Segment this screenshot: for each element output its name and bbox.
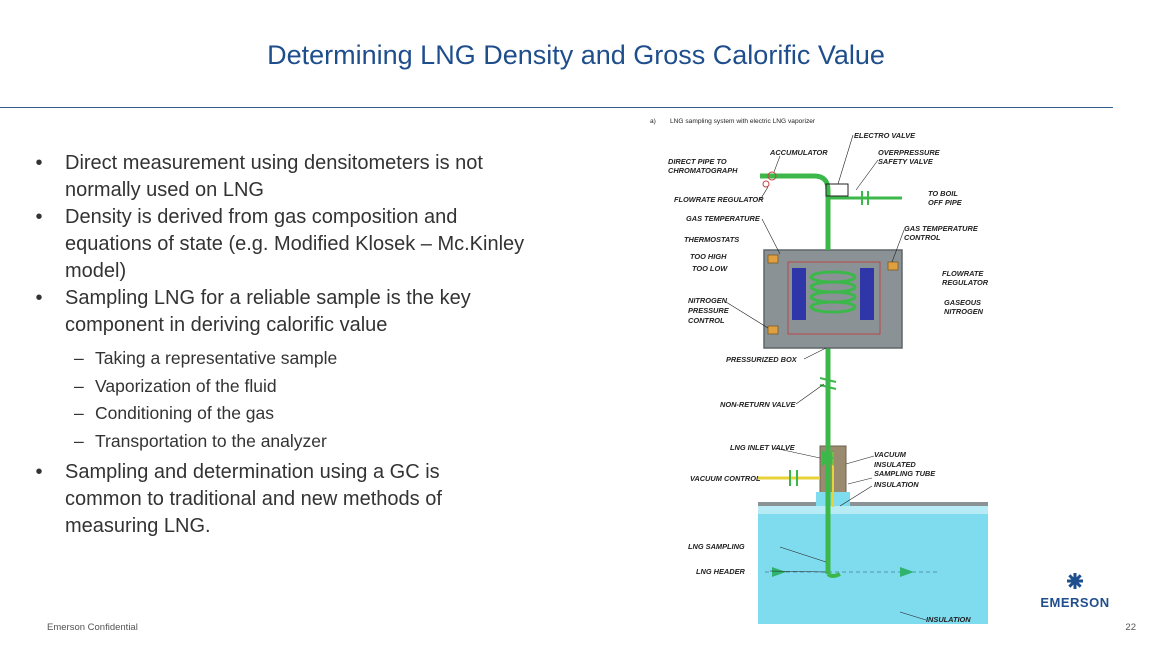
bullet-item: • Direct measurement using densitometers… [30, 150, 630, 204]
lng-sampling-diagram: a) LNG sampling system with electric LNG… [640, 112, 990, 642]
sub-bullet-text: Taking a representative sample [95, 348, 338, 368]
bullet-dot: • [30, 206, 43, 228]
bullet-dot: • [30, 287, 43, 309]
liquid-surface [758, 504, 988, 514]
label-gas-temp-control-1: GAS TEMPERATURE [904, 224, 979, 233]
sub-bullet-item: –Conditioning of the gas [30, 400, 630, 428]
electro-valve-icon [825, 183, 849, 197]
sampling-probe [826, 572, 841, 578]
inlet-valve-icon [822, 450, 834, 466]
flowrate-regulator-icon [762, 180, 770, 188]
sub-bullet-text: Vaporization of the fluid [95, 375, 277, 396]
heater-element-right [860, 268, 874, 320]
label-flowrate-regulator: FLOWRATE REGULATOR [674, 195, 764, 204]
bullet-line: equations of state (e.g. Modified Klosek… [65, 233, 525, 255]
bullet-line: Density is derived from gas composition … [65, 206, 458, 228]
sub-bullet-item: –Vaporization of the fluid [30, 373, 630, 401]
outlet-pipe [760, 173, 831, 250]
label-pressurized-box: PRESSURIZED BOX [726, 355, 798, 364]
flow-arrow-icon [900, 567, 914, 577]
bullet-line: normally used on LNG [65, 179, 264, 201]
label-direct-pipe: DIRECT PIPE TO [668, 157, 727, 166]
label-lng-header: LNG HEADER [696, 567, 746, 576]
label-too-low: TOO LOW [692, 264, 728, 273]
bullet-list: • Direct measurement using densitometers… [30, 150, 630, 540]
label-non-return-valve: NON-RETURN VALVE [720, 400, 796, 409]
sub-bullet-text: Transportation to the analyzer [95, 430, 327, 451]
bullet-line: common to traditional and new methods of [65, 488, 442, 510]
title-divider [0, 107, 1113, 108]
label-vacuum-control: VACUUM CONTROL [690, 474, 761, 483]
sub-bullet-item: –Taking a representative sample [30, 345, 630, 373]
diagram-svg: a) LNG sampling system with electric LNG… [650, 118, 989, 624]
label-safety-valve: SAFETY VALVE [878, 157, 934, 166]
flow-arrow-icon [772, 567, 786, 577]
lng-header-liquid [758, 504, 988, 624]
label-nitrogen: NITROGEN [688, 296, 728, 305]
sub-bullet-list: –Taking a representative sample –Vaporiz… [30, 345, 630, 455]
label-flowrate-right-1: FLOWRATE [942, 269, 984, 278]
label-electro-valve: ELECTRO VALVE [854, 131, 916, 140]
label-off-pipe: OFF PIPE [928, 198, 963, 207]
label-tube-insulation: INSULATION [874, 480, 919, 489]
nitrogen-control-icon [767, 325, 779, 335]
accumulator-icon [767, 171, 777, 181]
slide-title: Determining LNG Density and Gross Calori… [267, 40, 885, 70]
label-lng-sampling: LNG SAMPLING [688, 542, 745, 551]
bullet-line: Direct measurement using densitometers i… [65, 152, 483, 174]
bullet-item: • Sampling and determination using a GC … [30, 459, 630, 540]
non-return-valve-icon [819, 384, 837, 390]
label-pressure: PRESSURE [688, 306, 730, 315]
bullet-line: measuring LNG. [65, 515, 211, 537]
label-accumulator: ACCUMULATOR [769, 148, 828, 157]
label-gaseous-nitrogen: NITROGEN [944, 307, 984, 316]
sub-bullet-item: –Transportation to the analyzer [30, 428, 630, 456]
emerson-logo: EMERSON [1030, 568, 1120, 613]
label-insulation: INSULATION [926, 615, 971, 624]
heater-element-left [792, 268, 806, 320]
label-to-boil: TO BOIL [928, 189, 958, 198]
label-too-high: TOO HIGH [690, 252, 727, 261]
label-gas-temperature: GAS TEMPERATURE [686, 214, 761, 223]
label-control: CONTROL [688, 316, 725, 325]
label-overpressure: OVERPRESSURE [878, 148, 941, 157]
bullet-line: Sampling LNG for a reliable sample is th… [65, 287, 471, 309]
page-number: 22 [1125, 622, 1136, 633]
label-chromatograph: CHROMATOGRAPH [668, 166, 738, 175]
thermostat-icon [767, 254, 779, 264]
sub-bullet-text: Conditioning of the gas [95, 403, 275, 423]
bullet-item: • Sampling LNG for a reliable sample is … [30, 285, 630, 339]
bullet-line: Sampling and determination using a GC is [65, 461, 440, 483]
label-flowrate-right-2: REGULATOR [942, 278, 989, 287]
non-return-valve-icon [819, 377, 837, 383]
logo-wordmark: EMERSON [1040, 595, 1110, 610]
leader-lines [725, 134, 927, 621]
diagram-caption-prefix: a) [650, 118, 656, 125]
label-insulated: INSULATED [874, 460, 916, 469]
bullet-line: component in deriving calorific value [65, 314, 388, 336]
diagram-caption: LNG sampling system with electric LNG va… [670, 118, 816, 125]
pressurized-box [763, 249, 903, 349]
label-vacuum: VACUUM [874, 450, 907, 459]
bullet-line: model) [65, 260, 127, 282]
footer-confidential: Emerson Confidential [47, 622, 138, 633]
label-gas-temp-control-2: CONTROL [904, 233, 941, 242]
emerson-logo-icon [1067, 573, 1083, 589]
vaporizer-coil [809, 270, 857, 314]
label-sampling-tube: SAMPLING TUBE [874, 469, 936, 478]
heater-circuit [787, 261, 881, 335]
bullet-item: • Density is derived from gas compositio… [30, 204, 630, 285]
gas-temp-control-icon [887, 261, 899, 271]
label-gaseous: GASEOUS [944, 298, 981, 307]
header-insulation-top [758, 502, 988, 506]
bullet-dot: • [30, 152, 43, 174]
label-thermostats: THERMOSTATS [684, 235, 739, 244]
bullet-dot: • [30, 461, 43, 483]
label-lng-inlet-valve: LNG INLET VALVE [730, 443, 796, 452]
